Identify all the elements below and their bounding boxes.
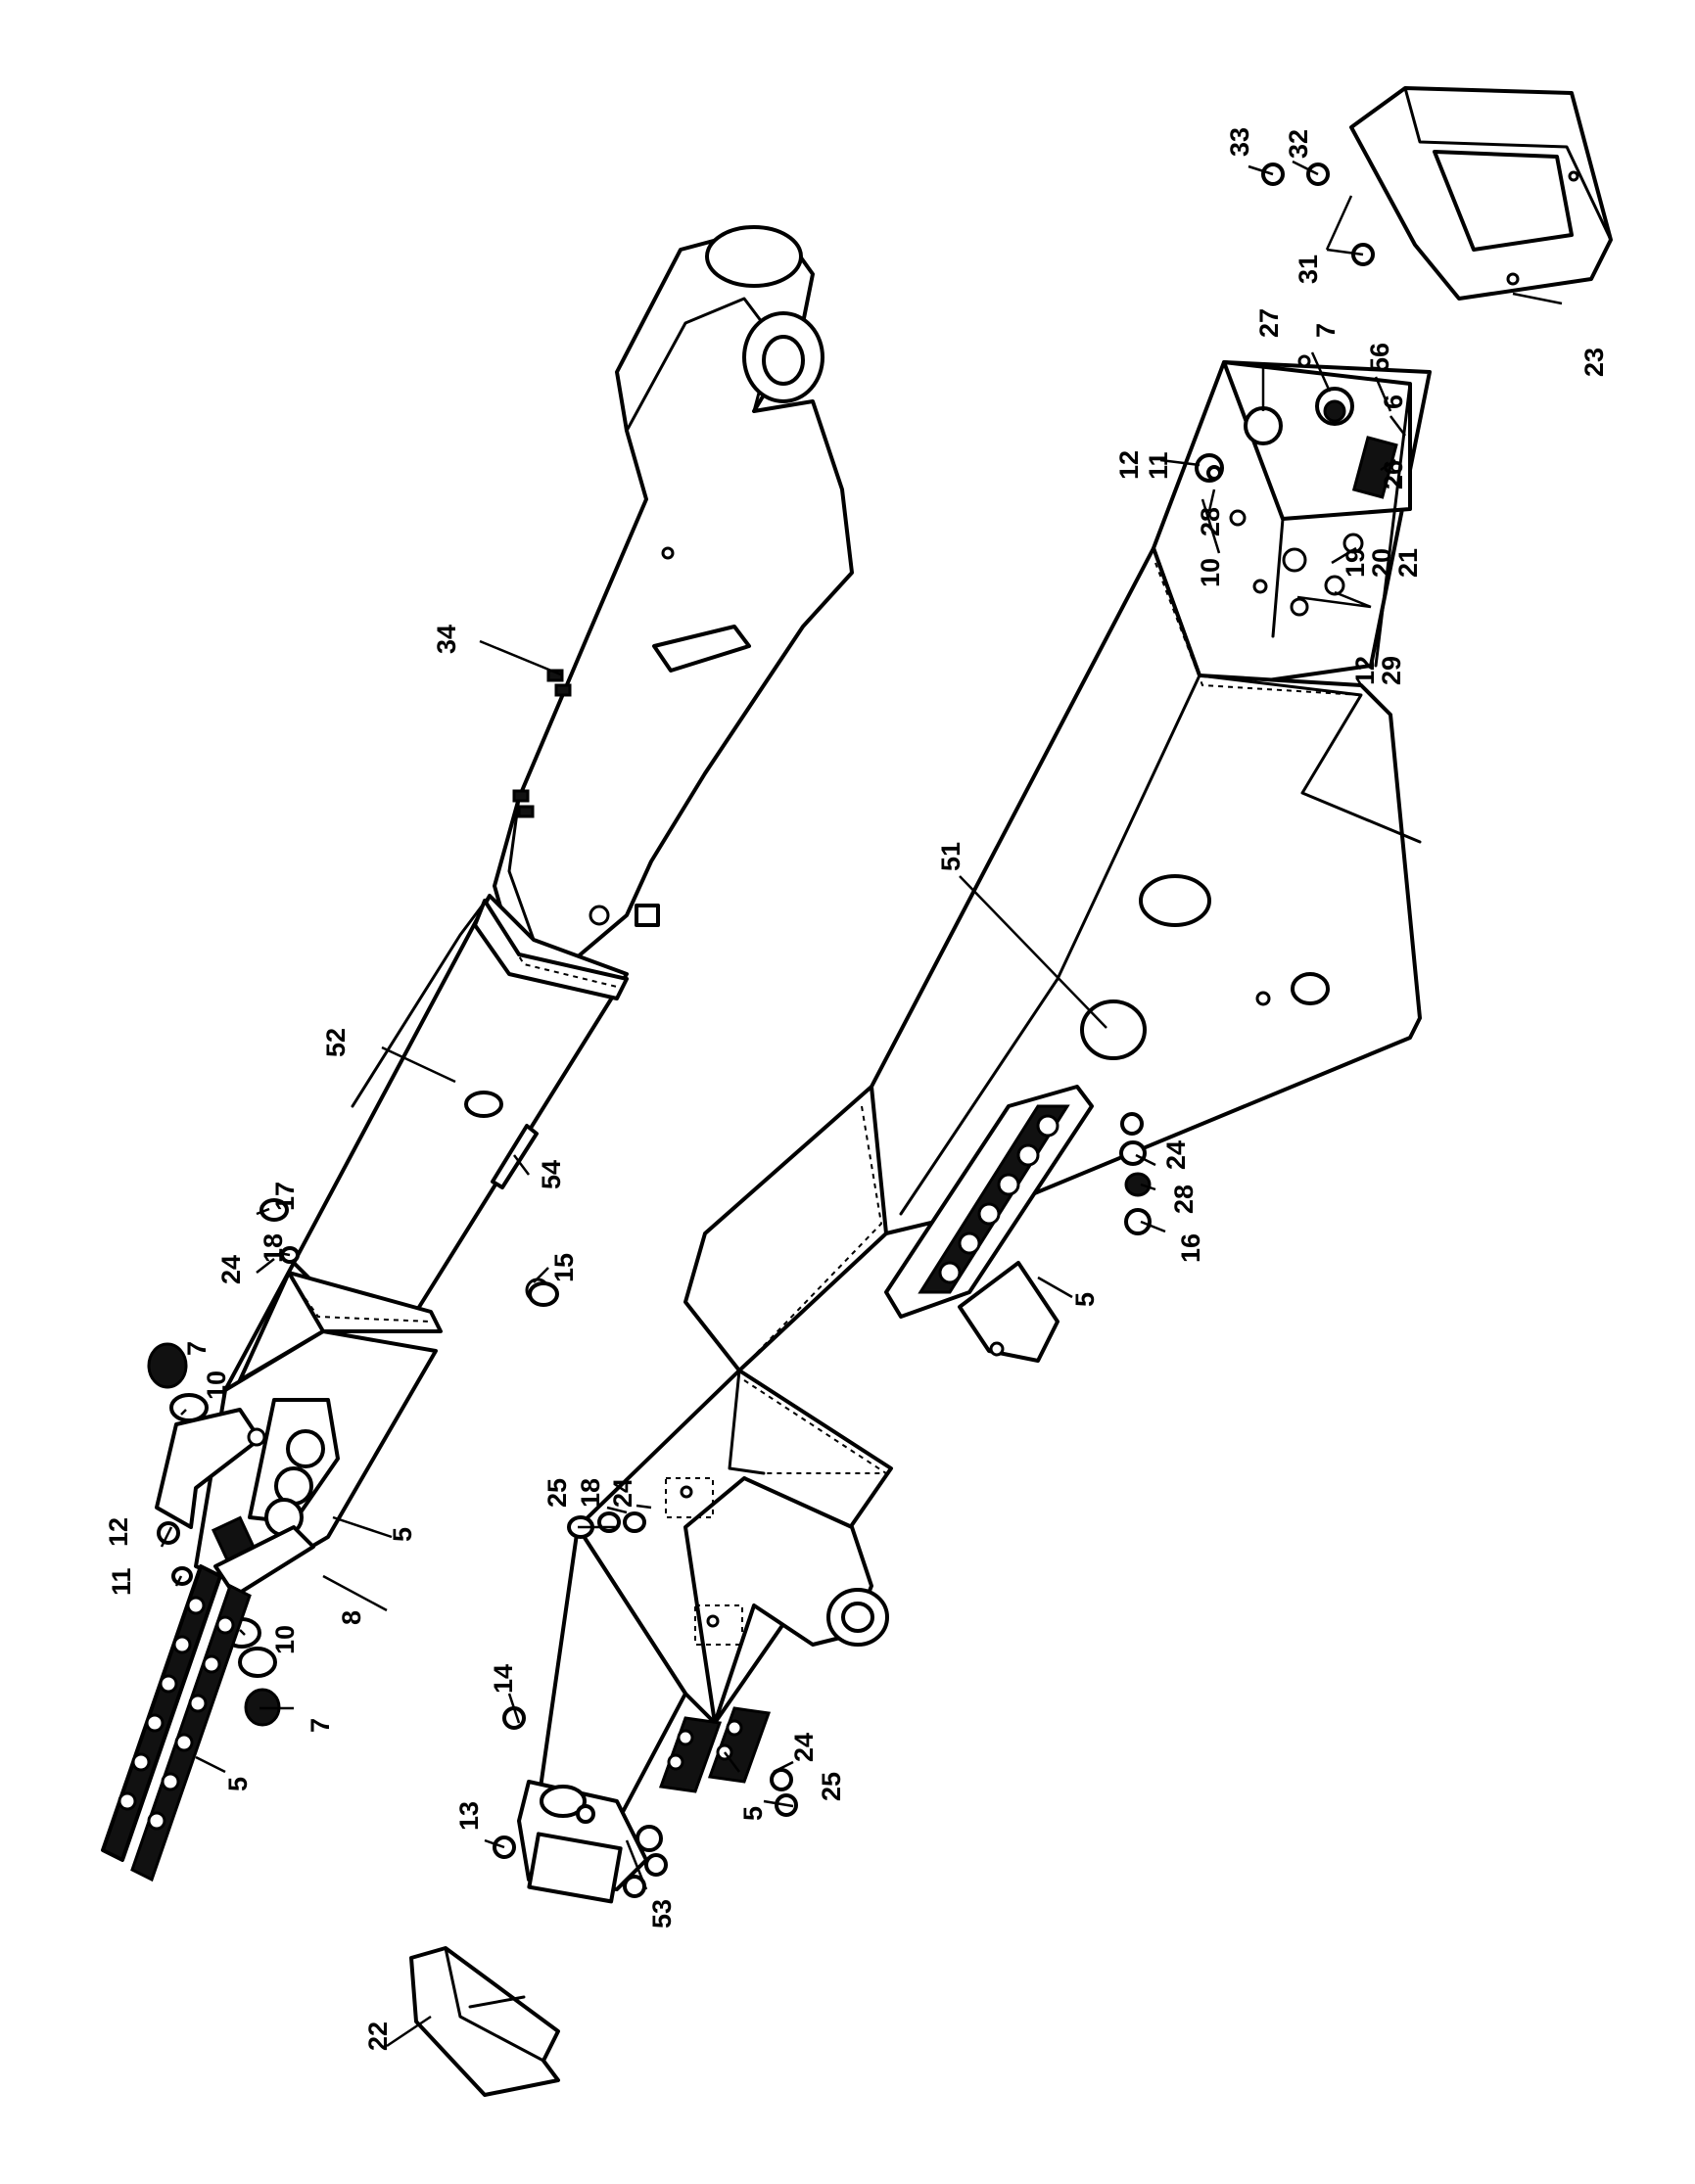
callout-5-main-window: 5 [1070, 1292, 1100, 1307]
callout-22: 22 [363, 2021, 393, 2051]
callout-24-upper: 24 [216, 1255, 246, 1284]
callout-25-main-top: 25 [542, 1478, 572, 1508]
base-cover [409, 1946, 560, 2097]
callout-19: 19 [1341, 548, 1370, 578]
callout-12-head-bottom: 12 [1350, 656, 1380, 685]
callout-26: 26 [1379, 460, 1408, 489]
upper-boom-head [493, 225, 854, 971]
wear-pad-strips-left [101, 1563, 252, 1882]
callout-5-upper-strips: 5 [223, 1777, 253, 1791]
callout-24-main-bottom: 24 [789, 1733, 819, 1762]
callout-18-upper: 18 [259, 1233, 288, 1263]
callout-23: 23 [1579, 348, 1609, 377]
callout-7-upper-bottom: 7 [306, 1718, 335, 1733]
upper-boom-hardware [147, 1198, 559, 1727]
upper-boom-tube [223, 894, 629, 1402]
leader-lines [160, 160, 1563, 2048]
callout-16: 16 [1176, 1233, 1205, 1263]
callout-24-main: 24 [1161, 1140, 1191, 1170]
upper-boom-tip-rollers [155, 1329, 438, 1678]
callout-34: 34 [432, 625, 461, 654]
callout-54: 54 [537, 1160, 566, 1189]
main-boom-tube [683, 546, 1422, 1372]
callout-6: 6 [1379, 395, 1408, 409]
callout-11-head-top: 11 [1144, 451, 1173, 480]
main-boom-base-rod [493, 1525, 687, 1904]
callout-21: 21 [1393, 548, 1423, 578]
callout-7-upper-top: 7 [182, 1341, 212, 1356]
callout-5-main-lower: 5 [738, 1806, 768, 1821]
callout-56: 56 [1365, 343, 1394, 372]
callout-52: 52 [321, 1028, 351, 1057]
callout-24-main-top: 24 [608, 1478, 637, 1508]
callout-27: 27 [1254, 308, 1284, 338]
callout-32: 32 [1284, 129, 1313, 159]
callout-28-main: 28 [1169, 1185, 1199, 1214]
main-boom-hardware [502, 1112, 1152, 1817]
callout-13: 13 [454, 1801, 484, 1831]
callout-11-upper: 11 [107, 1567, 136, 1596]
callout-5-upper-right: 5 [388, 1527, 417, 1542]
callout-20: 20 [1367, 548, 1396, 578]
callout-12-upper: 12 [104, 1517, 133, 1547]
callout-8: 8 [337, 1610, 366, 1625]
callout-7-head: 7 [1311, 323, 1341, 338]
callout-33: 33 [1225, 127, 1254, 157]
callout-10-upper-bottom: 10 [270, 1625, 300, 1654]
callout-10-upper-top: 10 [202, 1371, 231, 1400]
callout-10-head: 10 [1196, 558, 1225, 587]
callout-29: 29 [1377, 656, 1406, 685]
callout-15: 15 [549, 1253, 579, 1282]
main-boom-wear-pad-window [884, 1085, 1094, 1363]
callout-labels: 33 32 31 23 27 7 56 6 26 12 11 28 10 19 … [104, 127, 1609, 2051]
main-boom-mid-section [576, 1369, 893, 1725]
callout-18-main: 18 [576, 1478, 605, 1508]
callout-28-head: 28 [1196, 507, 1225, 536]
callout-51: 51 [936, 842, 965, 871]
wear-pads-main-lower [658, 1706, 772, 1793]
callout-25-main-bottom: 25 [817, 1772, 846, 1801]
callout-17: 17 [270, 1182, 300, 1211]
callout-31: 31 [1294, 255, 1323, 284]
callout-53: 53 [647, 1899, 677, 1928]
callout-12-head-top: 12 [1114, 450, 1144, 480]
end-cover [1261, 86, 1613, 301]
callout-14: 14 [489, 1664, 518, 1694]
